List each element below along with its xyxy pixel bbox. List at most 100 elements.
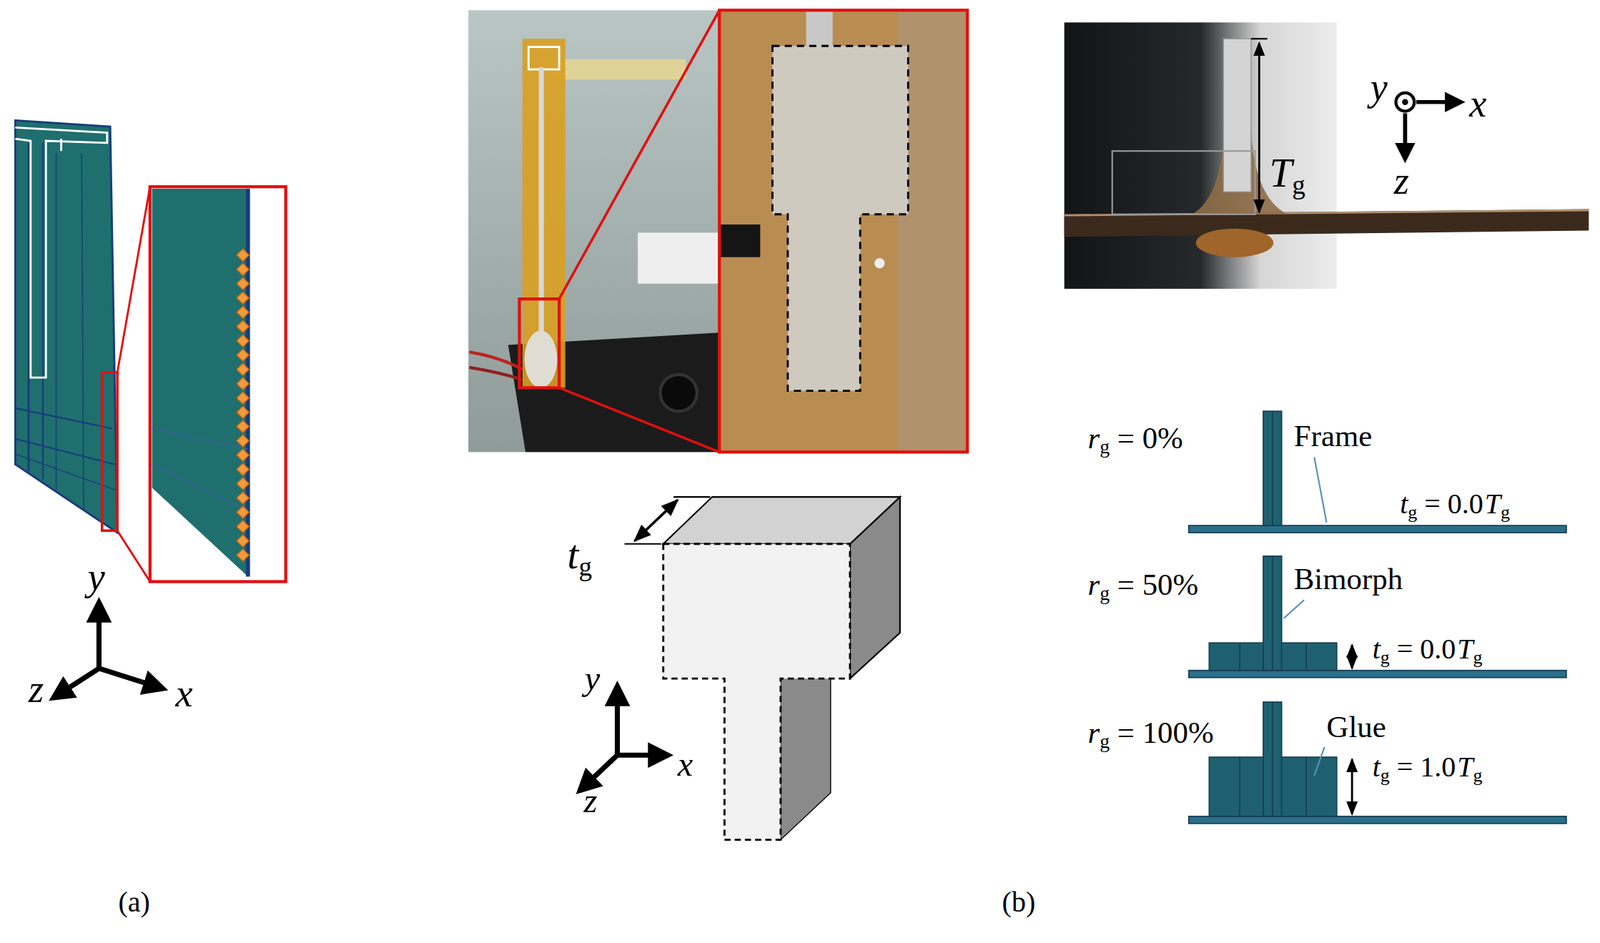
symbol-letter: x [677, 744, 694, 783]
fe-model [15, 120, 286, 582]
illustration-shape [1403, 112, 1408, 159]
illustration-shape [1401, 98, 1409, 106]
axis-or-parameter-label: z [1394, 161, 1410, 201]
illustration-shape [1263, 411, 1282, 526]
illustration-shape [1064, 22, 1337, 289]
illustration-shape [1251, 37, 1268, 40]
axis-triad [1396, 92, 1462, 160]
axis-or-parameter-label: z [583, 783, 597, 819]
illustration-shape [719, 10, 968, 452]
illustration-shape [42, 142, 44, 480]
symbol-letter: z [28, 667, 44, 710]
illustration-shape [117, 186, 151, 373]
photo-zoom [719, 10, 968, 452]
illustration-shape [559, 387, 720, 452]
illustration-shape [236, 549, 249, 562]
label-text: = 100% [1117, 715, 1214, 750]
illustration-shape [1188, 670, 1567, 678]
symbol-letter: y [87, 554, 106, 598]
illustration-shape [874, 258, 885, 269]
illustration-shape [236, 534, 249, 547]
label-text: (b) [1002, 885, 1036, 918]
axis-or-parameter-label: Tg [1269, 152, 1306, 200]
illustration-shape [236, 448, 249, 462]
subscript: g [1099, 731, 1110, 753]
illustration-shape [1305, 757, 1307, 817]
symbol-letter: z [583, 781, 597, 820]
subscript: g [578, 552, 592, 582]
label-text: Bimorph [1294, 561, 1403, 595]
illustration-shape [673, 496, 710, 498]
illustration-shape [1305, 642, 1307, 671]
illustration-shape [236, 377, 249, 390]
axis-or-parameter-label: z [28, 669, 44, 708]
illustration-shape [1284, 599, 1305, 619]
symbol-letter: x [1469, 81, 1487, 125]
illustration-shape [524, 330, 558, 388]
symbol-letter: t [1399, 487, 1408, 520]
illustration-shape [15, 120, 118, 533]
label-text: Frame [1294, 418, 1372, 452]
axis-or-parameter-label: x [175, 673, 193, 713]
symbol-letter: z [1394, 159, 1410, 203]
illustration-shape [15, 408, 113, 429]
illustration-shape [236, 391, 249, 404]
model-variants [1188, 411, 1567, 824]
glue-block-3d [624, 496, 901, 841]
label-text: = 50% [1117, 567, 1199, 602]
illustration-shape [719, 224, 760, 258]
illustration-shape [1188, 525, 1567, 533]
illustration-shape [469, 351, 523, 369]
label-text: Glue [1326, 709, 1386, 743]
symbol-letter: r [1087, 420, 1100, 454]
illustration-shape [236, 277, 249, 290]
illustration-shape [236, 491, 249, 505]
illustration-shape [236, 506, 249, 519]
axis-or-parameter-label: rg= 0% [1087, 422, 1183, 457]
illustration-shape [617, 752, 669, 758]
illustration-shape [55, 152, 57, 490]
illustration-shape [236, 248, 249, 562]
subscript: g [1407, 501, 1417, 523]
illustration-shape [624, 543, 662, 545]
illustration-shape [236, 477, 249, 490]
subscript: g [1099, 436, 1110, 458]
illustration-shape [634, 499, 678, 541]
illustration-shape [236, 334, 249, 347]
illustration-shape [1064, 209, 1590, 238]
illustration-shape [1112, 150, 1256, 214]
symbol-letter: y [584, 659, 601, 698]
symbol-letter: t [1372, 750, 1381, 783]
axis-or-parameter-label: (a) [118, 887, 151, 917]
illustration-shape [1271, 702, 1274, 817]
illustration-shape [1238, 642, 1241, 671]
illustration-shape [659, 374, 697, 412]
illustration-shape [117, 530, 151, 582]
label-text: = 1.0 [1396, 750, 1456, 783]
illustration-shape [469, 367, 523, 380]
axis-or-parameter-label: x [677, 747, 694, 783]
axis-or-parameter-label: y [584, 661, 601, 697]
subscript: g [1099, 583, 1110, 605]
illustration-shape [102, 372, 118, 531]
axis-or-parameter-label: Glue [1326, 711, 1386, 743]
illustration-shape [1263, 702, 1282, 817]
illustration-shape [1314, 747, 1325, 776]
subscript: g [1380, 647, 1390, 668]
illustration-shape [1188, 816, 1567, 824]
illustration-shape [519, 298, 560, 388]
illustration-shape [15, 127, 107, 378]
illustration-shape [468, 10, 720, 452]
illustration-shape [15, 438, 114, 465]
illustration-shape [236, 348, 249, 362]
axis-or-parameter-label: tg [567, 534, 592, 582]
illustration-shape [614, 685, 620, 755]
illustration-shape [236, 434, 249, 447]
axis-or-parameter-label: Frame [1294, 420, 1372, 452]
symbol-letter: r [1087, 567, 1100, 602]
axis-triad [52, 601, 164, 698]
illustration-shape [236, 463, 249, 476]
symbol-letter: t [1372, 632, 1381, 665]
illustration-shape [719, 10, 968, 452]
illustration-shape [1223, 38, 1252, 192]
